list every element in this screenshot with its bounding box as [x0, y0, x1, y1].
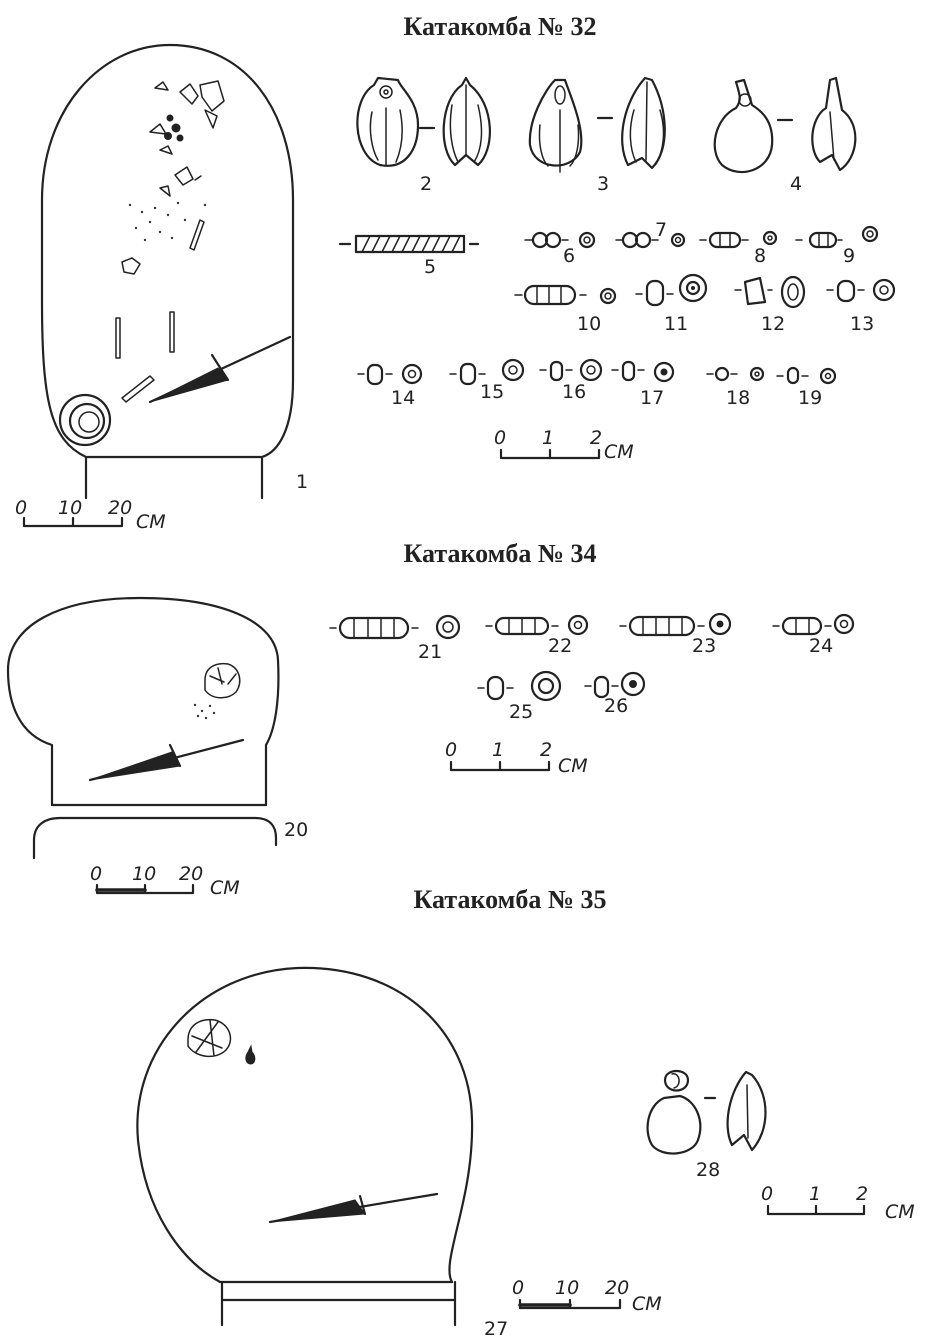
svg-text:2: 2: [540, 739, 552, 761]
svg-text:СМ: СМ: [210, 877, 240, 899]
svg-text:20: 20: [179, 863, 203, 885]
svg-text:0: 0: [90, 863, 102, 885]
scale-bar-catacomb-35-plan: 0 10 20 СМ: [512, 1277, 662, 1315]
svg-text:СМ: СМ: [604, 441, 634, 463]
figure-number-4: 4: [790, 173, 802, 195]
svg-text:0: 0: [494, 427, 506, 449]
figure-number-12: 12: [761, 313, 785, 335]
find-5-twisted-bead: [338, 234, 480, 254]
find-3-pendant: [528, 76, 666, 173]
figure-number-5: 5: [424, 256, 436, 278]
figure-number-26: 26: [604, 695, 628, 717]
scale-bar-catacomb-35-finds: 0 1 2 СМ: [761, 1183, 915, 1223]
figure-number-24: 24: [809, 635, 833, 657]
svg-text:20: 20: [605, 1277, 629, 1299]
figure-number-10: 10: [577, 313, 601, 335]
figure-number-13: 13: [850, 313, 874, 335]
figure-number-3: 3: [597, 173, 609, 195]
figure-number-11: 11: [664, 313, 688, 335]
svg-text:2: 2: [856, 1183, 868, 1205]
section-title-catacomb-34: Катакомба № 34: [404, 539, 597, 568]
figure-number-17: 17: [640, 387, 664, 409]
figure-number-25: 25: [509, 701, 533, 723]
svg-text:СМ: СМ: [632, 1293, 662, 1315]
svg-text:0: 0: [761, 1183, 773, 1205]
figure-number-19: 19: [798, 387, 822, 409]
beads-21-26: [329, 612, 855, 702]
scale-bar-catacomb-34-finds: 0 1 2 СМ: [445, 739, 588, 777]
catacomb-35-plan: [136, 966, 474, 1327]
figure-number-9: 9: [843, 245, 855, 267]
svg-text:СМ: СМ: [885, 1201, 915, 1223]
figure-number-18: 18: [726, 387, 750, 409]
figure-number-14: 14: [391, 387, 415, 409]
find-28-pendant: [646, 1069, 767, 1155]
svg-text:0: 0: [15, 497, 27, 519]
beads-row-6-9: [524, 225, 879, 249]
svg-text:СМ: СМ: [558, 755, 588, 777]
svg-text:2: 2: [590, 427, 602, 449]
scale-bar-catacomb-32-plan: 0 10 20 СМ: [15, 497, 166, 533]
figure-number-2: 2: [420, 173, 432, 195]
svg-text:20: 20: [108, 497, 132, 519]
catacomb-34-plan: [6, 596, 280, 860]
svg-text:0: 0: [445, 739, 457, 761]
find-4-pendant: [713, 76, 857, 174]
figure-number-1: 1: [296, 471, 308, 493]
figure-number-27: 27: [484, 1318, 508, 1340]
figure-number-22: 22: [548, 635, 572, 657]
figure-number-21: 21: [418, 641, 442, 663]
figure-number-28: 28: [696, 1159, 720, 1181]
find-2-pendant: [356, 76, 491, 167]
svg-text:0: 0: [512, 1277, 524, 1299]
scale-bar-catacomb-32-finds: 0 1 2 СМ: [494, 427, 634, 463]
figure-number-23: 23: [692, 635, 716, 657]
svg-text:1: 1: [542, 427, 554, 449]
scale-bar-catacomb-34-plan: 0 10 20 СМ: [90, 863, 240, 899]
svg-text:1: 1: [809, 1183, 821, 1205]
figure-number-20: 20: [284, 819, 308, 841]
beads-row-14-19: [357, 358, 837, 386]
figure-number-6: 6: [563, 245, 575, 267]
svg-text:1: 1: [492, 739, 504, 761]
figure-number-7: 7: [655, 219, 667, 241]
svg-text:10: 10: [132, 863, 156, 885]
section-title-catacomb-32: Катакомба № 32: [404, 12, 597, 41]
figure-number-16: 16: [562, 381, 586, 403]
catacomb-32-plan: [40, 43, 295, 500]
svg-text:10: 10: [555, 1277, 579, 1299]
figure-number-15: 15: [480, 381, 504, 403]
svg-text:10: 10: [58, 497, 82, 519]
beads-row-10-13: [514, 273, 896, 309]
svg-text:СМ: СМ: [136, 511, 166, 533]
figure-number-8: 8: [754, 245, 766, 267]
section-title-catacomb-35: Катакомба № 35: [414, 885, 607, 914]
